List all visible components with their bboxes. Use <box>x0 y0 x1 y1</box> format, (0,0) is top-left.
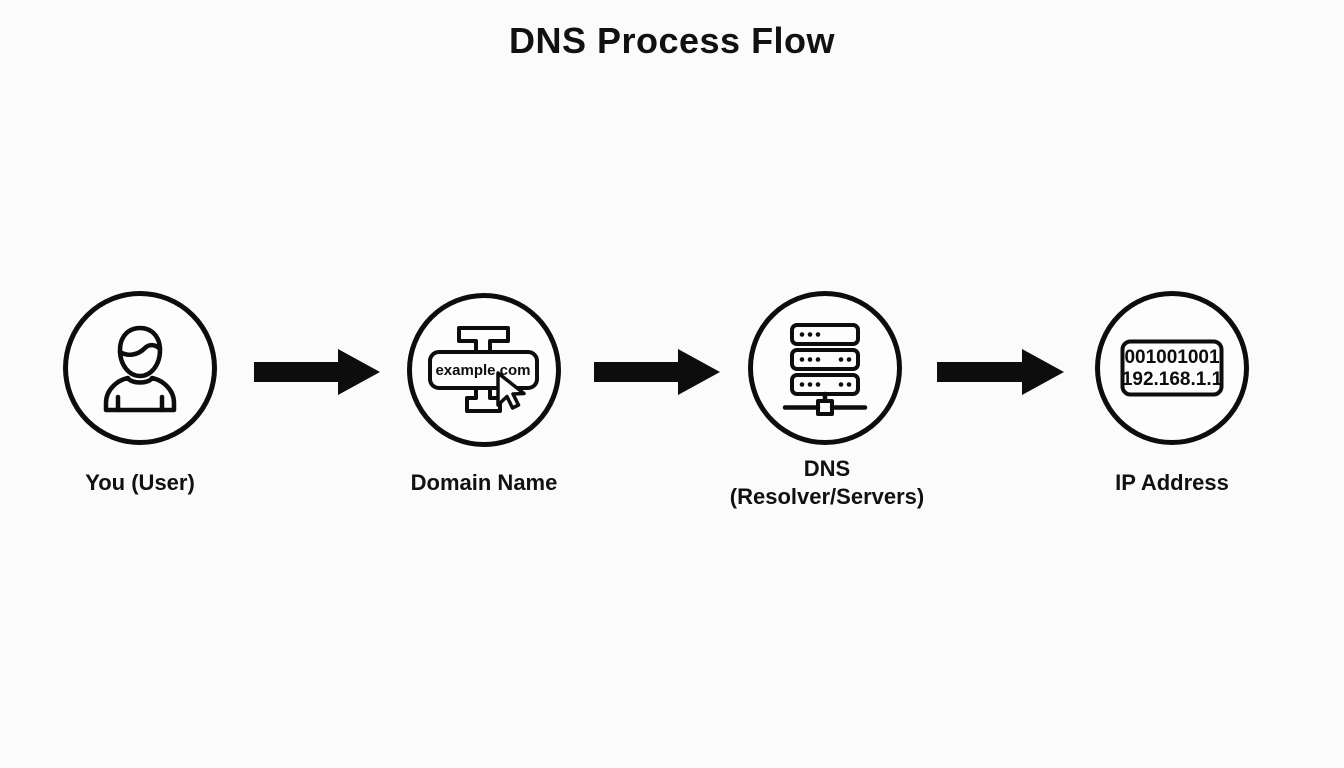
domain-cursor-icon: example.com <box>428 326 539 413</box>
arrow-shaft <box>594 362 680 382</box>
node-label-user: You (User) <box>85 470 195 495</box>
node-label-dns: DNS (Resolver/Servers) <box>730 455 924 511</box>
dns-servers-icon <box>782 323 868 416</box>
flow-node-dns <box>748 291 902 445</box>
arrow-head-icon <box>338 349 380 395</box>
flow-arrow-1 <box>254 349 380 395</box>
arrow-head-icon <box>678 349 720 395</box>
arrow-shaft <box>937 362 1024 382</box>
binary-ip-icon: 001001001 192.168.1.1 <box>1120 339 1224 397</box>
node-label-domain: Domain Name <box>410 470 558 495</box>
dns-label-line1: DNS <box>803 456 851 481</box>
flow-node-ip: 001001001 192.168.1.1 <box>1095 291 1249 445</box>
arrow-head-icon <box>1022 349 1064 395</box>
page-title: DNS Process Flow <box>508 20 836 61</box>
flow-arrow-2 <box>594 349 720 395</box>
node-label-ip: IP Address <box>1115 470 1229 495</box>
flow-node-user <box>63 291 217 445</box>
flow-node-domain: example.com <box>407 293 561 447</box>
flow-arrow-3 <box>937 349 1064 395</box>
domain-name-text: example.com <box>435 362 530 379</box>
cursor-arrow-icon <box>496 371 526 410</box>
ip-address-text: 192.168.1.1 <box>1122 369 1223 390</box>
binary-text: 001001001 <box>1124 347 1220 368</box>
user-icon <box>103 325 177 413</box>
dns-label-line2: (Resolver/Servers) <box>729 484 925 509</box>
arrow-shaft <box>254 362 340 382</box>
